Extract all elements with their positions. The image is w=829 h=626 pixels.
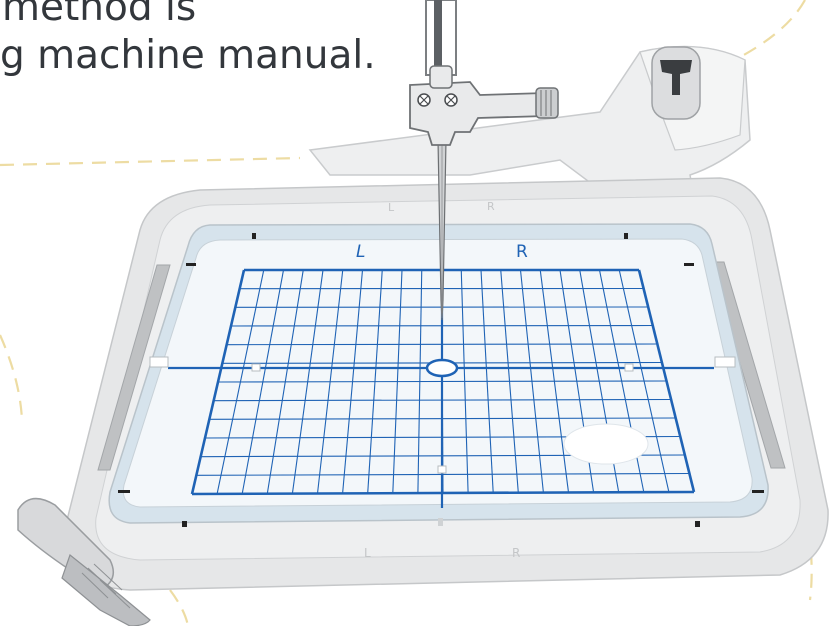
frame-mark-bottom-right: R bbox=[512, 546, 521, 560]
hoop-attach-lever-icon[interactable] bbox=[651, 46, 701, 120]
grid-label-left: L bbox=[356, 242, 366, 262]
caption-line-1: method is bbox=[2, 0, 197, 30]
grid-center-marker bbox=[425, 358, 459, 378]
centerline-clips bbox=[149, 356, 736, 474]
frame-mark-bottom-left: L bbox=[364, 546, 371, 560]
presser-foot-icon bbox=[409, 65, 559, 146]
caption-line-2: g machine manual. bbox=[0, 33, 376, 78]
template-hole bbox=[563, 423, 649, 465]
hoop-tightening-screw-icon[interactable] bbox=[17, 497, 151, 626]
frame-mark-top-right: R bbox=[487, 200, 495, 213]
hoop-alignment-ticks bbox=[118, 233, 764, 527]
frame-mark-top-left: L bbox=[388, 201, 395, 214]
grid-label-right: R bbox=[516, 242, 528, 262]
